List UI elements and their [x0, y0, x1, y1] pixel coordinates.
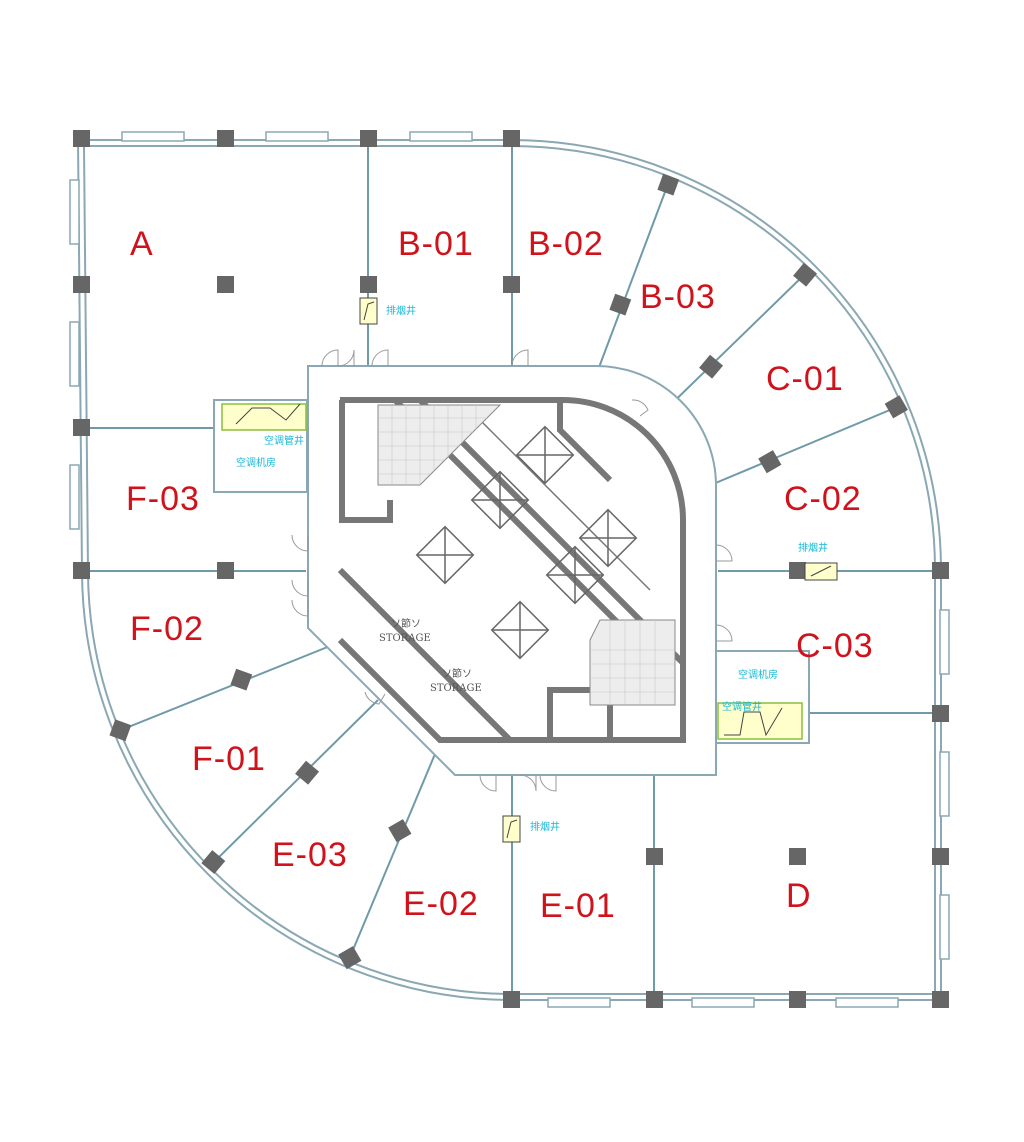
unit-label-a: A [130, 225, 154, 263]
smoke-shaft-bottom: 排烟井 [502, 815, 560, 843]
unit-label-c-02: C-02 [784, 480, 862, 518]
storage-label-1-en: STORAGE [379, 633, 431, 644]
ac-pipe-right-label: 空调管井 [722, 700, 762, 713]
unit-label-e-01: E-01 [540, 887, 616, 925]
ac-pipe-left-label: 空调管井 [264, 434, 304, 447]
unit-label-b-02: B-02 [528, 225, 604, 263]
unit-label-f-01: F-01 [192, 740, 266, 778]
window-strips [69, 131, 950, 1008]
unit-label-b-03: B-03 [640, 278, 716, 316]
storage-label-2-cn: ソ節ソ [442, 667, 472, 680]
smoke-shaft-right: 排烟井 [798, 541, 838, 581]
smoke-shaft-right-label: 排烟井 [798, 541, 828, 554]
ac-room-right-label: 空调机房 [738, 668, 778, 681]
structural-columns [73, 130, 949, 1008]
building-core [307, 364, 718, 776]
doors [291, 349, 733, 792]
unit-label-c-03: C-03 [796, 627, 874, 665]
unit-label-b-01: B-01 [398, 225, 474, 263]
smoke-shaft-top-label: 排烟井 [386, 304, 416, 317]
unit-label-d: D [786, 877, 812, 915]
ac-room-left-label: 空调机房 [236, 456, 276, 469]
partitions [78, 140, 941, 1000]
unit-label-c-01: C-01 [766, 360, 844, 398]
ac-room-right: 空调机房 空调管井 [715, 650, 810, 744]
smoke-shaft-top: 排烟井 [359, 297, 416, 325]
storage-rooms: ソ節ソ STORAGE ソ節ソ STORAGE [379, 617, 482, 694]
unit-label-f-03: F-03 [126, 480, 200, 518]
unit-label-e-02: E-02 [403, 885, 479, 923]
smoke-shaft-bottom-label: 排烟井 [530, 820, 560, 833]
storage-label-2-en: STORAGE [430, 683, 482, 694]
elevator-shafts [415, 425, 638, 660]
unit-labels: A B-01 B-02 B-03 C-01 C-02 C-03 D E-01 E… [126, 225, 874, 925]
stair-zones [377, 404, 676, 706]
unit-label-f-02: F-02 [130, 610, 204, 648]
ac-room-left: 空调管井 空调机房 [213, 399, 308, 493]
unit-label-e-03: E-03 [272, 836, 348, 874]
storage-label-1-cn: ソ節ソ [391, 617, 421, 630]
